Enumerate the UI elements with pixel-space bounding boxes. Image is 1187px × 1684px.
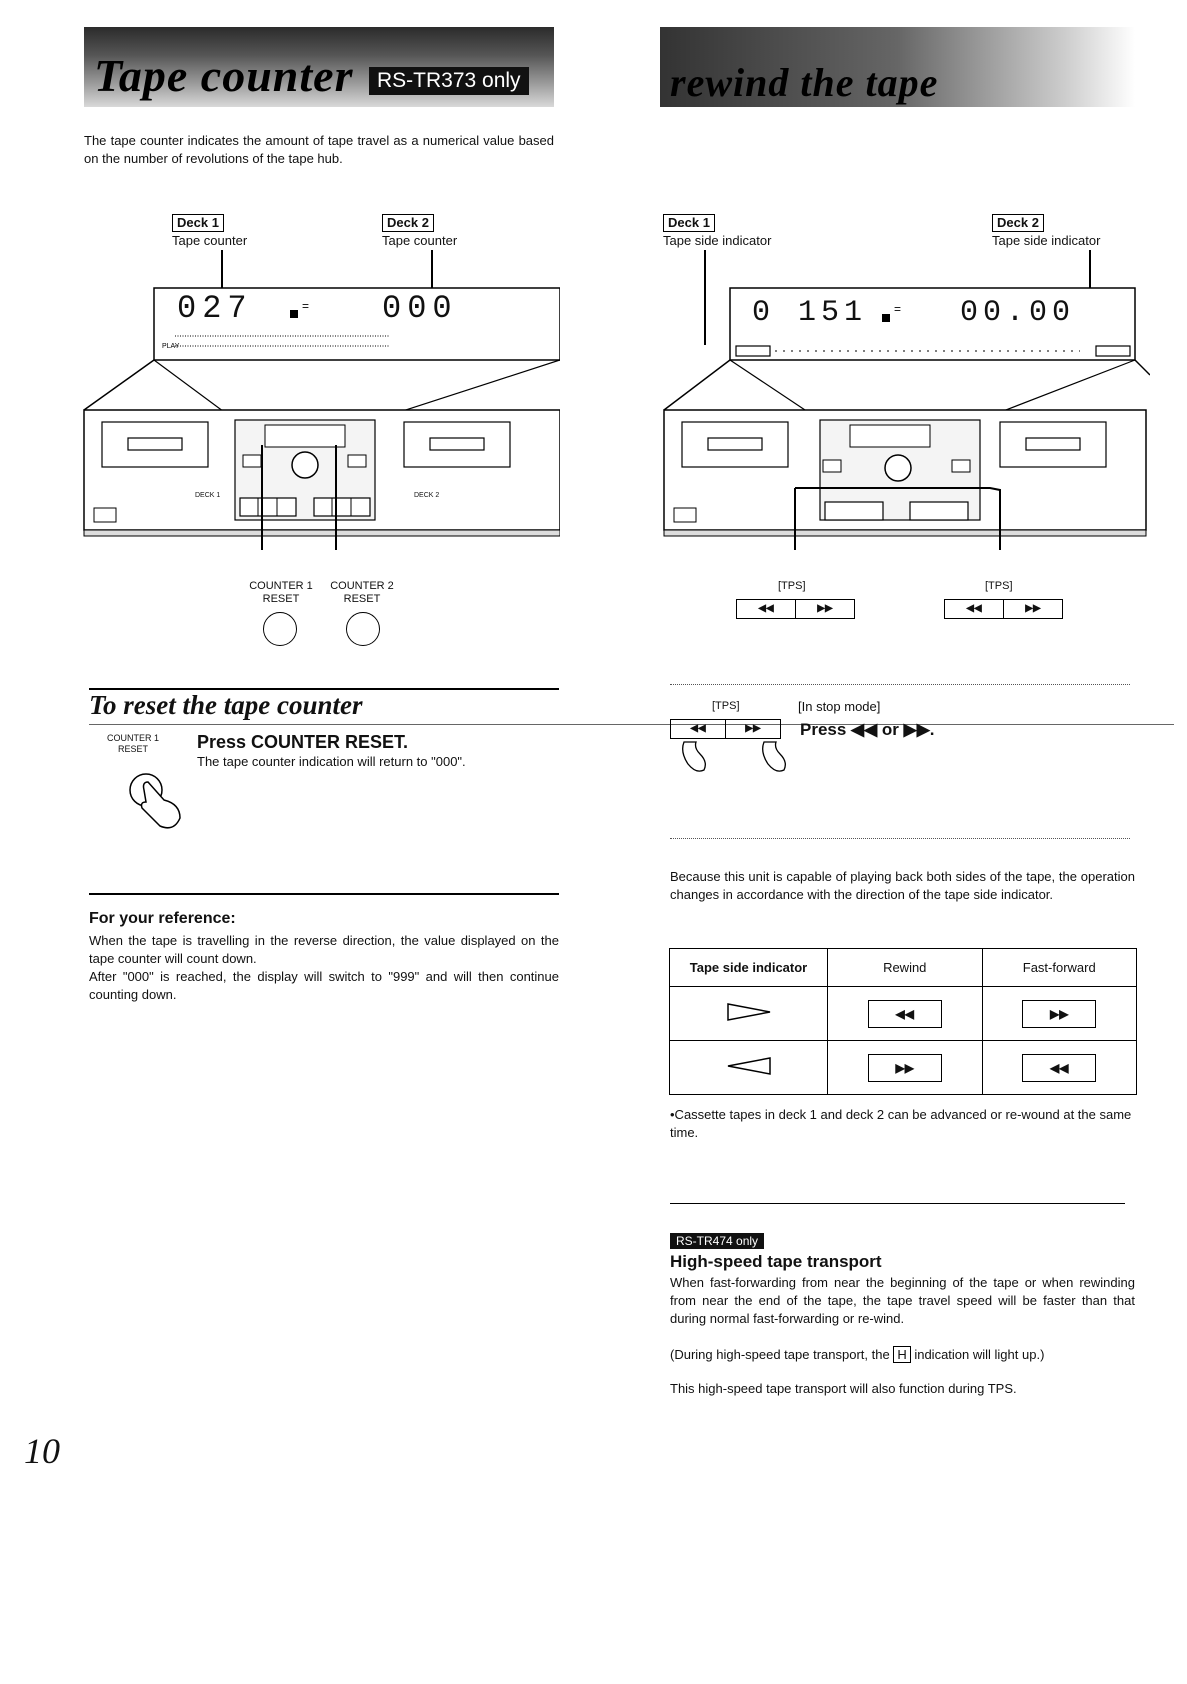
page-number: 10 bbox=[24, 1431, 60, 1471]
r-lcd-left: 0 151 bbox=[752, 296, 868, 330]
hs-p3: This high-speed tape transport will also… bbox=[670, 1381, 1017, 1396]
step-tps-label: [TPS] bbox=[712, 700, 740, 712]
right-title-banner: rewind the tape bbox=[660, 27, 1135, 107]
table-row2-ff: ◀◀ bbox=[1022, 1053, 1097, 1082]
step-bottom-dots bbox=[670, 838, 1130, 839]
right-banner-title: rewind the tape bbox=[670, 60, 939, 105]
tps2-label: [TPS] bbox=[985, 580, 1013, 592]
left-title-banner: Tape counter RS-TR373 only bbox=[84, 27, 554, 107]
deck2-label: Deck 2 bbox=[382, 214, 434, 232]
deck2-transport-buttons: ◀◀▶▶ bbox=[944, 598, 1063, 619]
step-finger-icons bbox=[682, 741, 786, 772]
table-row1-rewind: ◀◀ bbox=[867, 999, 942, 1028]
table-head-indicator: Tape side indicator bbox=[669, 948, 828, 987]
r-deck1-label: Deck 1 bbox=[663, 214, 715, 232]
deck1-callout: Deck 1 Tape counter bbox=[172, 214, 247, 250]
deck2-rewind-button[interactable]: ◀◀ bbox=[944, 599, 1004, 619]
r-deck2-caption: Tape side indicator bbox=[992, 233, 1101, 248]
hs-heading: High-speed tape transport bbox=[670, 1252, 882, 1271]
reset-section-rule bbox=[89, 688, 559, 690]
deck1-rewind-button[interactable]: ◀◀ bbox=[736, 599, 796, 619]
step-text: Press ◀◀ or ▶▶. bbox=[800, 720, 935, 739]
hs-p2: (During high-speed tape transport, the H… bbox=[670, 1346, 1045, 1363]
indicator-forward-icon bbox=[669, 986, 828, 1041]
table-row2-rewind: ▶▶ bbox=[867, 1053, 942, 1082]
left-banner-title: Tape counter bbox=[94, 50, 354, 101]
lcd-right-counter: 000 bbox=[382, 290, 458, 327]
r-lcd-right: 00.00 bbox=[960, 296, 1076, 330]
reference-p2: After "000" is reached, the display will… bbox=[89, 969, 559, 1002]
side-indicator-para: Because this unit is capable of playing … bbox=[670, 869, 1135, 902]
counter2-reset-button[interactable] bbox=[346, 612, 380, 646]
r-deck2-callout: Deck 2 Tape side indicator bbox=[992, 214, 1100, 250]
simultaneous-note: •Cassette tapes in deck 1 and deck 2 can… bbox=[670, 1107, 1132, 1140]
deck2-ff-button[interactable]: ▶▶ bbox=[1004, 599, 1063, 619]
svg-text:=: = bbox=[894, 302, 901, 316]
h-indicator-icon: H bbox=[893, 1346, 911, 1363]
reset-heading: To reset the tape counter bbox=[89, 690, 363, 720]
tps1-label: [TPS] bbox=[778, 580, 806, 592]
step-mode-label: [In stop mode] bbox=[798, 699, 881, 714]
deck2-caption: Tape counter bbox=[382, 233, 458, 248]
rs-tr474-badge: RS-TR474 only bbox=[670, 1233, 765, 1249]
r-deck1-caption: Tape side indicator bbox=[663, 233, 772, 248]
step-ff-button[interactable]: ▶▶ bbox=[726, 719, 781, 739]
reference-heading: For your reference: bbox=[89, 910, 236, 927]
table-header-row: Tape side indicator Rewind Fast-forward bbox=[669, 948, 1137, 987]
reference-p1: When the tape is travelling in the rever… bbox=[89, 933, 559, 966]
hs-p1: When fast-forwarding from near the begin… bbox=[670, 1275, 1135, 1326]
svg-text:=: = bbox=[302, 299, 309, 313]
reference-rule bbox=[89, 893, 559, 895]
r-deck2-label: Deck 2 bbox=[992, 214, 1044, 232]
deck1-caption: Tape counter bbox=[172, 233, 248, 248]
table-head-ff: Fast-forward bbox=[981, 948, 1137, 987]
right-deck-illustration: = bbox=[663, 250, 1150, 550]
counter1-reset-button[interactable] bbox=[263, 612, 297, 646]
step-rewind-button[interactable]: ◀◀ bbox=[670, 719, 726, 739]
table-row: ◀◀ ▶▶ bbox=[669, 986, 1137, 1041]
table-head-rewind: Rewind bbox=[827, 948, 983, 987]
reset-desc: The tape counter indication will return … bbox=[197, 754, 466, 769]
lcd-left-counter: 027 bbox=[177, 290, 253, 327]
step-buttons: ◀◀▶▶ bbox=[670, 718, 781, 739]
indicator-reverse-icon bbox=[669, 1040, 828, 1095]
deck1-ff-button[interactable]: ▶▶ bbox=[796, 599, 855, 619]
table-row: ▶▶ ◀◀ bbox=[669, 1040, 1137, 1095]
model-badge: RS-TR373 only bbox=[369, 67, 529, 95]
reset-heading-underline bbox=[89, 724, 1174, 725]
r-deck1-callout: Deck 1 Tape side indicator bbox=[663, 214, 771, 250]
table-row1-ff: ▶▶ bbox=[1022, 999, 1097, 1028]
tape-side-table: Tape side indicator Rewind Fast-forward … bbox=[669, 948, 1137, 1095]
intro-text: The tape counter indicates the amount of… bbox=[84, 133, 554, 166]
step-top-dots bbox=[670, 684, 1130, 685]
finger-press-icon bbox=[129, 773, 181, 829]
hs-rule bbox=[670, 1203, 1125, 1204]
deck2-callout: Deck 2 Tape counter bbox=[382, 214, 457, 250]
deck2-small-label: DECK 2 bbox=[414, 492, 440, 499]
left-deck-illustration: = PLAY bbox=[83, 250, 560, 550]
deck1-transport-buttons: ◀◀▶▶ bbox=[736, 598, 855, 619]
deck1-label: Deck 1 bbox=[172, 214, 224, 232]
reset-step: Press COUNTER RESET. bbox=[197, 732, 409, 752]
svg-text:PLAY: PLAY bbox=[162, 343, 180, 350]
deck1-small-label: DECK 1 bbox=[195, 492, 221, 499]
